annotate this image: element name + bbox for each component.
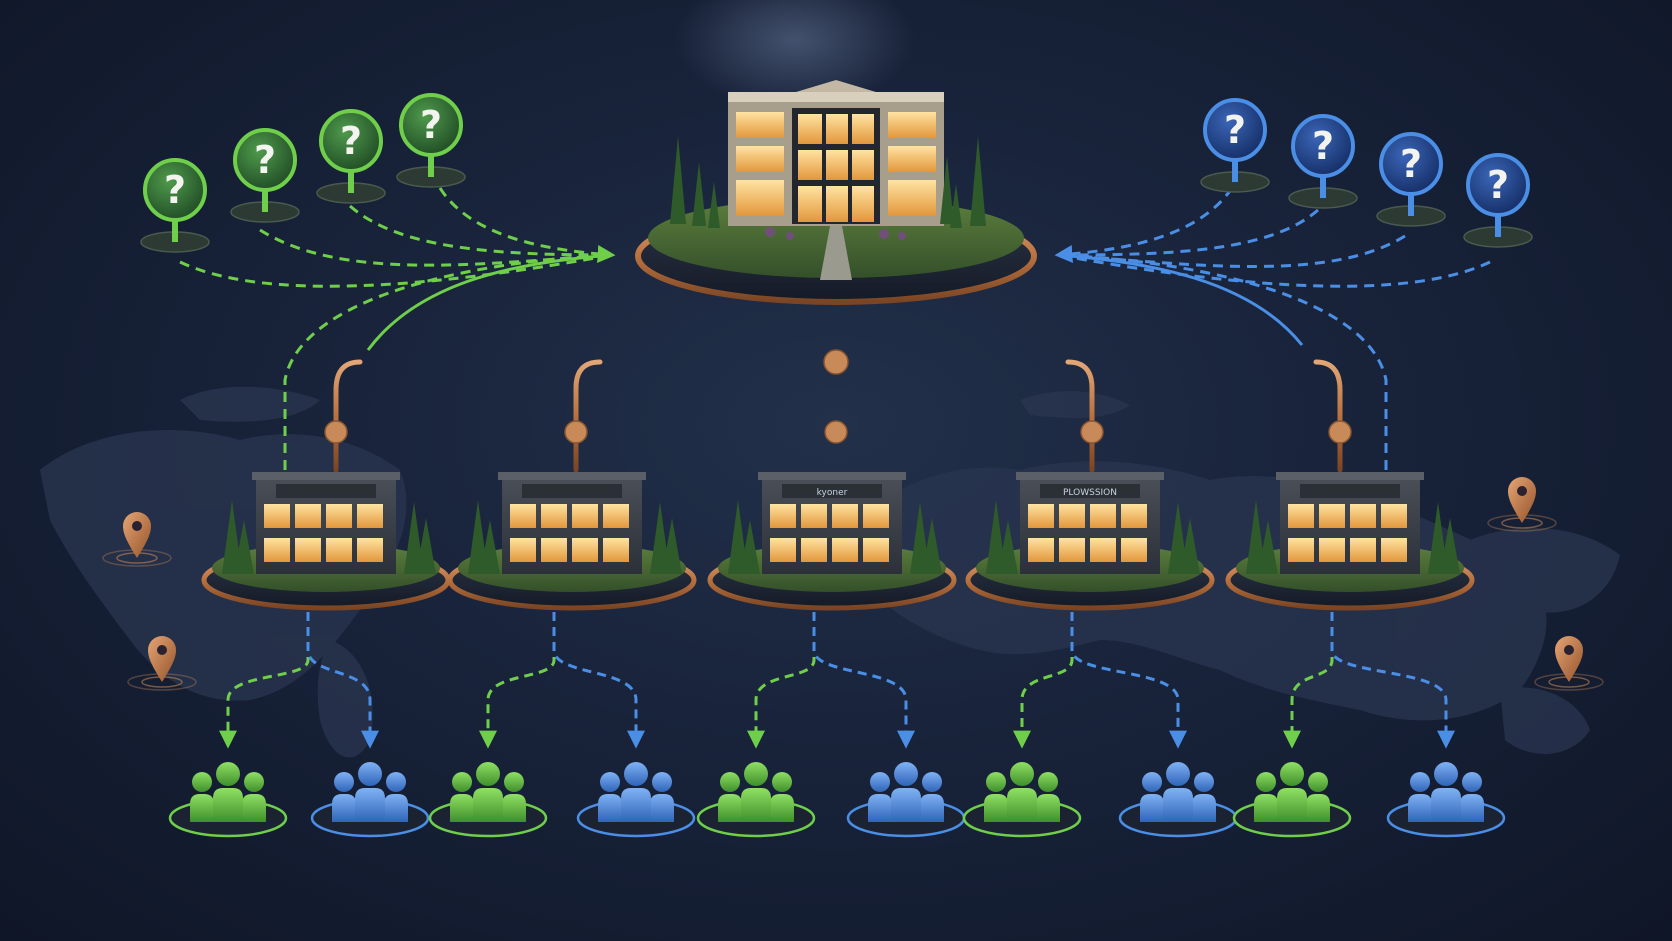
copper-connector-bus	[333, 297, 1343, 473]
branch-office-icon: PLOWSSION	[965, 472, 1215, 611]
branch-office-icon	[201, 472, 451, 611]
user-group-icon	[962, 762, 1082, 838]
branch-office-icon	[447, 472, 697, 611]
question-pin-icon: ?	[1200, 98, 1270, 193]
user-group-icon	[846, 762, 966, 838]
green-outflow-arrow	[747, 612, 816, 749]
user-group-icon	[1118, 762, 1238, 838]
question-pin-icon: ?	[230, 128, 300, 223]
question-mark: ?	[1224, 108, 1246, 152]
blue-outflow-arrow	[1070, 612, 1187, 749]
user-group-icon	[576, 762, 696, 838]
user-group-icon	[1386, 762, 1506, 838]
question-mark: ?	[254, 138, 276, 182]
question-pin-icon: ?	[316, 109, 386, 204]
user-group-icon	[168, 762, 288, 838]
green-outflow-arrow	[479, 612, 556, 749]
question-pin-icon: ?	[1288, 114, 1358, 209]
map-pin-icon	[1487, 477, 1557, 532]
green-outflow-arrow	[1283, 612, 1334, 749]
question-pin-icon: ?	[1376, 132, 1446, 227]
question-mark: ?	[1400, 142, 1422, 186]
user-group-icon	[310, 762, 430, 838]
branch-sign: PLOWSSION	[1063, 488, 1117, 498]
headquarters-building-icon	[635, 80, 1037, 305]
user-group-icon	[1232, 762, 1352, 838]
question-mark: ?	[340, 119, 362, 163]
green-outflow-arrow	[1013, 612, 1074, 749]
user-group-icon	[696, 762, 816, 838]
branch-office-icon: kyoner	[707, 472, 957, 611]
spotlight-glow	[675, 0, 915, 110]
blue-outflow-arrow	[306, 612, 379, 749]
question-pin-icon: ?	[140, 158, 210, 253]
map-pin-icon	[1534, 636, 1604, 691]
green-outflow-arrow	[219, 612, 310, 749]
connector-node	[324, 349, 1352, 444]
question-mark: ?	[420, 103, 442, 147]
question-pin-icon: ?	[1463, 153, 1533, 248]
blue-outflow-arrow	[812, 612, 915, 749]
branch-sign: kyoner	[817, 488, 848, 498]
map-pin-icon	[102, 512, 172, 567]
branch-office-icon	[1225, 472, 1475, 611]
user-group-icon	[428, 762, 548, 838]
question-pin-icon: ?	[396, 93, 466, 188]
question-mark: ?	[1312, 124, 1334, 168]
green-inflow-arrows	[179, 187, 616, 470]
question-mark: ?	[164, 168, 186, 212]
map-pin-icon	[127, 636, 197, 691]
blue-inflow-arrows	[1054, 187, 1491, 470]
question-mark: ?	[1487, 163, 1509, 207]
blue-outflow-arrow	[552, 612, 645, 749]
